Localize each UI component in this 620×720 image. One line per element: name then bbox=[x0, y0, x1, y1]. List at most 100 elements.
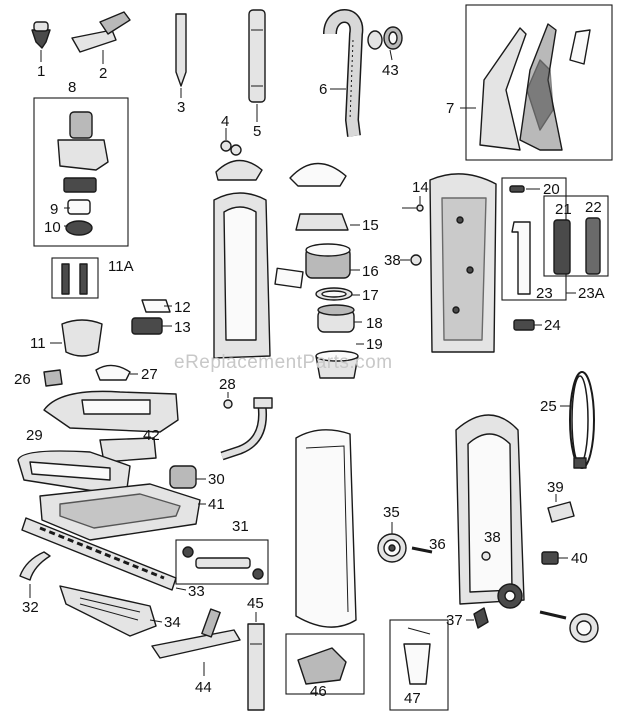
callout-6: 6 bbox=[319, 81, 328, 98]
motor-cover bbox=[289, 162, 347, 187]
part-29-base-shell bbox=[17, 450, 131, 497]
callout-11a: 11A bbox=[108, 258, 134, 275]
callout-36: 36 bbox=[429, 536, 446, 553]
callout-31: 31 bbox=[232, 518, 249, 535]
callout-38-lower: 38 bbox=[484, 529, 501, 546]
part-47-tool-clip bbox=[403, 627, 431, 685]
part-5-wand bbox=[248, 9, 266, 103]
callout-5: 5 bbox=[253, 123, 262, 140]
callout-41: 41 bbox=[208, 496, 225, 513]
callout-32: 32 bbox=[22, 599, 39, 616]
part-25-power-cord bbox=[569, 371, 595, 469]
part-19-motor-base bbox=[315, 350, 359, 379]
callout-30: 30 bbox=[208, 471, 225, 488]
part-11-filter-cup bbox=[61, 319, 103, 357]
part-18-motor bbox=[317, 304, 355, 333]
callout-21: 21 bbox=[555, 201, 572, 218]
callout-44: 44 bbox=[195, 679, 212, 696]
part-27-lens bbox=[95, 364, 131, 381]
callout-4: 4 bbox=[221, 113, 230, 130]
part-11a-filter bbox=[61, 263, 88, 295]
part-16-motor-housing bbox=[305, 243, 351, 279]
part-40-latch bbox=[541, 551, 559, 565]
part-20-latch bbox=[509, 185, 525, 193]
callout-15: 15 bbox=[362, 217, 379, 234]
part-22-filter bbox=[585, 217, 601, 275]
callout-11: 11 bbox=[30, 335, 46, 352]
part-38-washer-lower bbox=[481, 551, 491, 561]
part-23-duct bbox=[511, 221, 531, 295]
base-top-cover bbox=[43, 390, 179, 433]
callout-3: 3 bbox=[177, 99, 186, 116]
callout-8: 8 bbox=[68, 79, 77, 96]
part-37-clip bbox=[473, 607, 489, 629]
part-8-box bbox=[33, 97, 129, 247]
callout-24: 24 bbox=[544, 317, 561, 334]
part-13-latch bbox=[131, 317, 163, 335]
callout-28: 28 bbox=[219, 376, 236, 393]
callout-12: 12 bbox=[174, 299, 191, 316]
part-31-box bbox=[175, 539, 269, 585]
callout-20: 20 bbox=[543, 181, 560, 198]
rear-body-housing bbox=[429, 173, 497, 353]
part-45-extension-wand bbox=[247, 623, 265, 711]
part-3-crevice-tool bbox=[175, 13, 187, 87]
callout-35: 35 bbox=[383, 504, 400, 521]
part-33-brushroll bbox=[21, 517, 177, 591]
part-8-filter-housing bbox=[57, 111, 109, 236]
part-7-box bbox=[465, 4, 613, 161]
part-46-turbo-tool bbox=[297, 647, 347, 685]
part-17-gasket bbox=[315, 287, 353, 301]
part-24-clip bbox=[513, 319, 535, 331]
callout-40: 40 bbox=[571, 550, 588, 567]
part-1-dust-cap bbox=[31, 21, 51, 49]
part-39-pedal bbox=[547, 501, 575, 523]
callout-23: 23 bbox=[536, 285, 553, 302]
callout-34: 34 bbox=[164, 614, 181, 631]
part-11a-box bbox=[51, 257, 99, 299]
part-38-washer-upper bbox=[410, 254, 422, 266]
callout-23a: 23A bbox=[578, 285, 605, 302]
callout-10: 10 bbox=[44, 219, 61, 236]
rear-wheel bbox=[539, 610, 599, 643]
callout-17: 17 bbox=[362, 287, 379, 304]
callout-13: 13 bbox=[174, 319, 191, 336]
part-7-handle-cover bbox=[479, 23, 591, 151]
callout-29: 29 bbox=[26, 427, 43, 444]
lower-frame bbox=[455, 414, 525, 609]
part-42-bracket bbox=[99, 437, 157, 463]
callout-38-upper: 38 bbox=[384, 252, 401, 269]
part-15-bracket bbox=[295, 213, 349, 231]
part-4-knobs bbox=[220, 140, 242, 156]
part-30-motor bbox=[169, 465, 197, 489]
callout-7: 7 bbox=[446, 100, 455, 117]
part-12-pad bbox=[141, 299, 171, 313]
callout-22: 22 bbox=[585, 199, 602, 216]
part-6-hose bbox=[323, 9, 364, 137]
part-21-filter bbox=[553, 219, 571, 275]
part-36-axle bbox=[411, 546, 433, 554]
callout-19: 19 bbox=[366, 336, 383, 353]
part-2-upholstery-tool bbox=[71, 11, 131, 53]
callout-26: 26 bbox=[14, 371, 31, 388]
handle-body bbox=[213, 159, 271, 359]
part-32-belt bbox=[19, 551, 51, 581]
callout-25: 25 bbox=[540, 398, 557, 415]
part-26-knob bbox=[43, 369, 63, 387]
callout-18: 18 bbox=[366, 315, 383, 332]
part-44-floor-tool bbox=[151, 608, 241, 659]
front-body-cover bbox=[295, 429, 357, 628]
part-46-box bbox=[285, 633, 365, 695]
callout-42: 42 bbox=[143, 427, 160, 444]
callout-37: 37 bbox=[446, 612, 463, 629]
callout-33: 33 bbox=[188, 583, 205, 600]
part-34-bottom-plate bbox=[59, 585, 157, 637]
callout-2: 2 bbox=[99, 65, 108, 82]
callout-9: 9 bbox=[50, 201, 59, 218]
callout-27: 27 bbox=[141, 366, 158, 383]
part-28-hose-fitting bbox=[220, 397, 273, 461]
part-43-hose-cuff bbox=[367, 26, 403, 50]
part-23a-box bbox=[543, 195, 609, 277]
